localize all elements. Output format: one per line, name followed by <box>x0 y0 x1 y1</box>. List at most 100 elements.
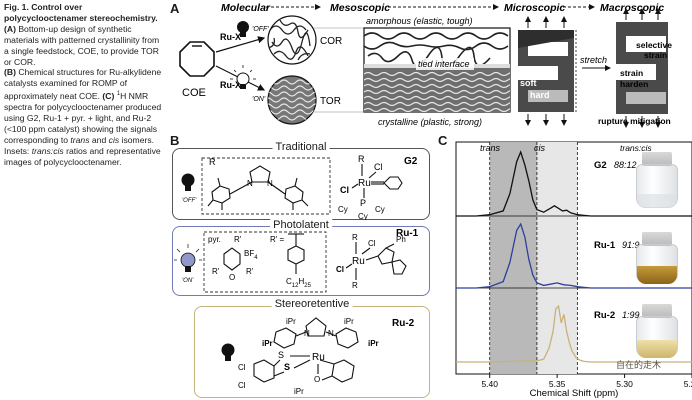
ru1-ru: Ru <box>352 256 365 267</box>
panel-a-diagram: Molecular Mesoscopic Microscopic Macrosc… <box>179 2 672 128</box>
c12h25-label: C12H25 <box>286 277 312 289</box>
caption-ratio: trans:cis <box>31 145 64 156</box>
caption-sup: 1 <box>116 91 121 98</box>
coe-label: COE <box>182 87 206 99</box>
ru2-ipr-1: iPr <box>286 317 296 326</box>
light-bulb-off-icon <box>237 21 249 37</box>
panel-c-letter: C <box>438 133 448 148</box>
g2-p-label: P <box>360 198 366 208</box>
g2-ratio: 88:12 <box>614 160 637 170</box>
g2-ru-label: Ru <box>358 178 371 189</box>
ru2-s-2: S <box>284 362 290 372</box>
g2-n-right: N <box>267 179 273 188</box>
ru1-r-top: R <box>352 233 358 242</box>
ru2-ipr-2: iPr <box>344 317 354 326</box>
caption-title: Fig. 1. Control over polycyclooctenamer … <box>4 2 158 23</box>
micro-stretch-arrows <box>525 16 567 126</box>
macroscopic-pattern <box>616 22 668 114</box>
ru1-label: Ru-1 <box>396 228 419 239</box>
cis-band <box>536 142 578 374</box>
caption-text-c4: isomers. Insets: <box>4 134 155 156</box>
g2-cy-2: Cy <box>375 205 385 214</box>
photolatent-title: Photolatent <box>270 219 332 231</box>
x-tick-label-1: 5.35 <box>549 379 566 389</box>
ru2-structure: iPr iPr iPr iPr N N Ru S S Cl Cl O iPr R… <box>221 317 415 396</box>
vial-ru1 <box>634 232 680 284</box>
bulb-off-icon <box>181 173 195 191</box>
arrow-to-cor <box>215 36 266 53</box>
ru1-cl-left: Cl <box>336 265 344 274</box>
x-axis-label: Chemical Shift (ppm) <box>530 388 619 399</box>
g2-cl-top: Cl <box>374 162 383 172</box>
ru1-cl-top: Cl <box>368 239 376 248</box>
mesoscopic-slab <box>363 27 511 113</box>
ru1-on-label: 'ON' <box>182 278 194 284</box>
caption-text-c5: ratios and representative images of poly… <box>4 145 161 167</box>
strain-harden-label-1: strain <box>620 68 643 78</box>
g2-n-left: N <box>247 179 253 188</box>
x-tick-label-0: 5.40 <box>481 379 498 389</box>
ru1-structure: 'ON' pyr. R' R' R' O BF4 R' = C12H25 R R… <box>174 228 419 293</box>
cor-label: COR <box>320 36 342 47</box>
bulb-on-icon <box>174 244 202 272</box>
ru2-ipr-5: iPr <box>294 387 304 396</box>
watermark: 自在的走木 <box>616 359 661 370</box>
g2-spectrum-label: G2 <box>594 160 607 171</box>
r-prime-eq: R' = <box>270 235 285 244</box>
scale-microscopic: Microscopic <box>504 2 565 14</box>
light-bulb-on-icon <box>230 65 256 89</box>
coe-monomer <box>179 41 215 77</box>
tor-label: TOR <box>320 96 341 107</box>
strain-harden-label-2: harden <box>620 79 648 89</box>
ru2-spectrum-label: Ru-2 <box>594 310 615 321</box>
panel-b-letter: B <box>170 133 180 148</box>
g2-cy-3: Cy <box>358 212 368 220</box>
ratio-header: trans:cis <box>620 143 652 153</box>
pyr-label: pyr. <box>208 235 221 244</box>
caption-letter-b: (B) <box>4 67 16 78</box>
rupture-mitigation-label: rupture mitigation <box>598 116 671 126</box>
light-off-label: 'OFF' <box>252 26 269 33</box>
vial-g2 <box>634 152 680 208</box>
caption-text-b: Chemical structures for Ru-alkylidene ca… <box>4 67 162 102</box>
ru2-s-1: S <box>278 350 284 360</box>
ru2-label: Ru-2 <box>392 318 415 329</box>
caption-letter-c: (C) <box>102 91 115 102</box>
r-prime-3: R' <box>246 267 254 276</box>
r-prime-1: R' <box>234 235 242 244</box>
cis-region-label: cis <box>534 143 545 153</box>
caption-text-c2: H NMR spectra for polycyclooctenamer pro… <box>4 91 162 145</box>
ru2-cl-1: Cl <box>238 363 246 372</box>
amorphous-label: amorphous (elastic, tough) <box>366 16 473 26</box>
stretch-label: stretch <box>580 55 607 65</box>
g2-r-label: R <box>209 157 216 167</box>
catalyst-label-bottom: Ru-X <box>220 80 241 90</box>
hard-label: hard <box>530 90 550 100</box>
selective-strain-label-1: selective <box>636 40 672 50</box>
x-tick-label-3: 5.25 <box>684 379 692 389</box>
r-prime-2: R' <box>212 267 220 276</box>
bulb-off-icon-ru2 <box>221 343 235 361</box>
ru2-cl-2: Cl <box>238 381 246 390</box>
ru2-ipr-4: iPr <box>368 339 379 348</box>
g2-off-label: 'OFF' <box>182 198 197 204</box>
stereoretentive-title: Stereoretentive <box>271 298 353 310</box>
caption-cis: cis <box>108 134 120 145</box>
caption-text-a: Bottom-up design of synthetic materials … <box>4 23 160 67</box>
light-on-label: 'ON' <box>252 96 266 103</box>
trans-region-label: trans <box>480 143 501 153</box>
selective-strain-label-2: strain <box>644 50 667 60</box>
ru1-ph: Ph <box>396 235 406 244</box>
x-tick-label-2: 5.30 <box>616 379 633 389</box>
catalyst-label-top: Ru-X <box>220 32 241 42</box>
scale-mesoscopic: Mesoscopic <box>330 2 390 14</box>
ru2-ratio: 1:99 <box>622 310 640 320</box>
g2-cl-left: Cl <box>340 185 349 195</box>
ru2-ipr-3: iPr <box>262 339 273 348</box>
caption-letter-a: (A) <box>4 23 16 34</box>
ru2-o: O <box>314 375 320 384</box>
spectrum-line-g2 <box>456 150 692 217</box>
tied-interface-label: tied interface <box>418 59 470 69</box>
g2-label: G2 <box>404 156 418 167</box>
panel-a-letter: A <box>170 1 180 16</box>
